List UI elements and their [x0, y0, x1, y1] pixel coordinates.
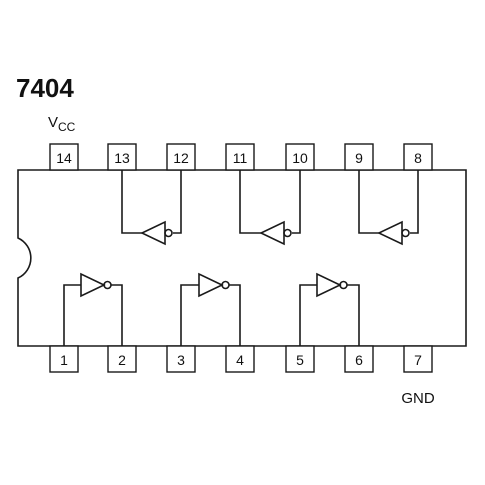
inverter-bottom-3-output-wire: [347, 284, 360, 346]
pin-6-label: 6: [355, 352, 363, 368]
pin-1-label: 1: [60, 352, 68, 368]
chip-title: 7404: [16, 73, 74, 103]
pin-11-box: [225, 143, 255, 171]
pin-4-box: [225, 345, 255, 373]
inverter-top-2-output-wire: [239, 170, 261, 234]
pin-10-label: 10: [292, 150, 308, 166]
pin-5-label: 5: [296, 352, 304, 368]
pin-14-label: 14: [56, 150, 72, 166]
pin-5-box: [285, 345, 315, 373]
inverter-top-2: [239, 170, 301, 246]
inverter-bottom-1-input-wire: [63, 284, 81, 346]
pin-4-label: 4: [236, 352, 244, 368]
pin-6-box: [344, 345, 374, 373]
pin-12-label: 12: [173, 150, 189, 166]
pin-3-label: 3: [177, 352, 185, 368]
vcc-label-main: V: [48, 114, 58, 131]
inverter-top-1: [121, 170, 182, 246]
inverter-bottom-3-input-wire: [299, 284, 317, 346]
pin-3-box: [166, 345, 196, 373]
pin-13-label: 13: [114, 150, 130, 166]
pin-14-box: [49, 143, 79, 171]
inverter-bottom-3: [299, 272, 360, 346]
inverter-bottom-1: [63, 272, 123, 346]
inverter-bottom-1-output-wire: [111, 284, 123, 346]
pin-2-label: 2: [118, 352, 126, 368]
inverter-bottom-3-triangle: [316, 272, 342, 298]
top-pin-row: 14 13 12 11 10 9 8: [49, 143, 433, 171]
inverter-top-2-bubble: [283, 228, 292, 238]
inverter-top-2-input-wire: [292, 170, 301, 234]
inverter-bottom-2-output-wire: [229, 284, 241, 346]
pin-7-box: [403, 345, 433, 373]
vcc-label-sub: CC: [58, 120, 76, 134]
inverter-bottom-2-triangle: [198, 272, 224, 298]
pin-11-label: 11: [233, 150, 248, 166]
ic-package-outline: [17, 169, 467, 347]
bottom-pin-row: 1 2 3 4 5 6 7: [49, 345, 433, 373]
pin-9-label: 9: [355, 150, 363, 166]
pin-9-box: [344, 143, 374, 171]
gnd-label: GND: [401, 390, 435, 407]
inverter-top-3-bubble: [401, 228, 410, 238]
inverter-top-3-output-wire: [358, 170, 379, 234]
inverter-top-1-input-wire: [173, 170, 182, 234]
inverter-bottom-2: [180, 272, 241, 346]
inverter-bottom-2-input-wire: [180, 284, 199, 346]
inverter-top-3: [358, 170, 419, 246]
pin-2-box: [107, 345, 137, 373]
vcc-label: VCC: [48, 114, 76, 134]
pin-7-label: 7: [414, 352, 422, 368]
inverter-top-1-output-wire: [121, 170, 142, 234]
inverter-top-1-bubble: [164, 228, 173, 238]
inverter-bottom-1-triangle: [80, 272, 106, 298]
pin-8-label: 8: [414, 150, 422, 166]
inverter-top-3-input-wire: [410, 170, 419, 234]
pin-1-box: [49, 345, 79, 373]
